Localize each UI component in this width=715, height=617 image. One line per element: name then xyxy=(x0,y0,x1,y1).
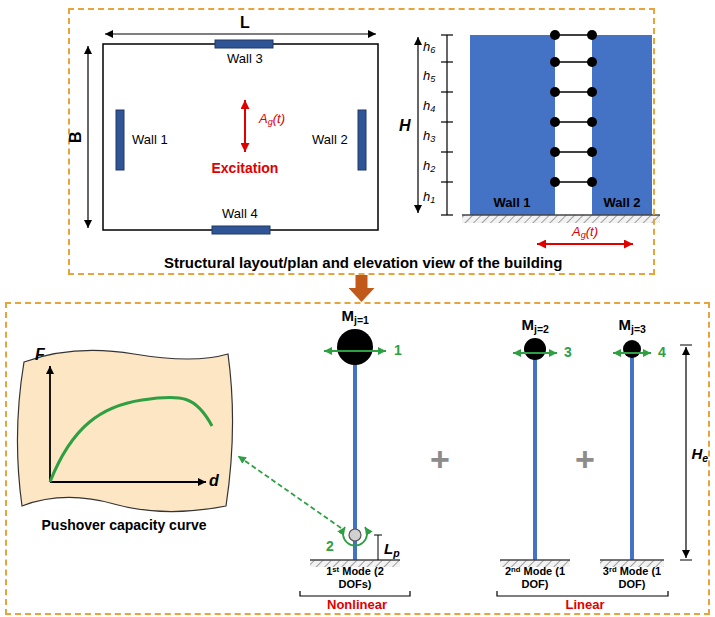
wall-label: Wall 2 xyxy=(312,133,348,148)
story-height: h1 xyxy=(423,190,435,206)
mode-label: 1st Mode (2 DOFs) xyxy=(322,565,388,590)
dimension-label: B xyxy=(67,131,85,143)
dimension-label: Lp xyxy=(384,540,400,559)
wall-label: Wall 1 xyxy=(132,133,168,148)
mass-label: Mj=3 xyxy=(619,316,646,335)
dof-number: 2 xyxy=(326,538,334,554)
shape-heading: Pushover capacity curve xyxy=(42,517,207,533)
axis-label: F xyxy=(35,346,45,364)
wall-label: Wall 3 xyxy=(227,52,263,67)
mode-label: 3rd Mode (1 DOF) xyxy=(599,565,665,590)
dof-number: 4 xyxy=(658,344,666,360)
excitation-symbol: Ag(t) xyxy=(259,112,285,128)
dof-number: 1 xyxy=(394,342,402,358)
dimension-label: He xyxy=(692,445,709,464)
story-height: h4 xyxy=(423,99,435,115)
group-label: Nonlinear xyxy=(327,598,387,613)
group-label: Linear xyxy=(566,598,605,613)
caption: Structural layout/plan and elevation vie… xyxy=(164,254,562,271)
mass-label: Mj=2 xyxy=(522,316,549,335)
dimension-label: H xyxy=(399,117,411,135)
pushover-curve-box: FdPushover capacity curve xyxy=(14,342,234,514)
mode-label: 2nd Mode (1 DOF) xyxy=(502,565,568,590)
plan-view xyxy=(88,34,378,234)
wall-label: Wall 2 xyxy=(604,196,641,211)
plus-sign: + xyxy=(430,440,450,479)
elevation-view xyxy=(418,30,660,244)
wall-label: Wall 1 xyxy=(494,196,531,211)
excitation-label: Excitation xyxy=(212,160,279,176)
dimension-label: L xyxy=(240,14,250,32)
stick-models xyxy=(238,329,692,596)
flow-arrow xyxy=(356,275,368,288)
story-height: h6 xyxy=(423,40,435,56)
story-height: h5 xyxy=(423,69,435,85)
dof-number: 3 xyxy=(564,344,572,360)
plus-sign: + xyxy=(575,440,595,479)
axis-label: d xyxy=(209,472,219,490)
excitation-symbol: Ag(t) xyxy=(572,225,598,241)
story-height: h2 xyxy=(423,159,435,175)
pushover-curve-shape xyxy=(14,342,234,514)
story-height: h3 xyxy=(423,129,435,145)
mass-label: Mj=1 xyxy=(342,307,369,326)
wall-label: Wall 4 xyxy=(222,207,258,222)
